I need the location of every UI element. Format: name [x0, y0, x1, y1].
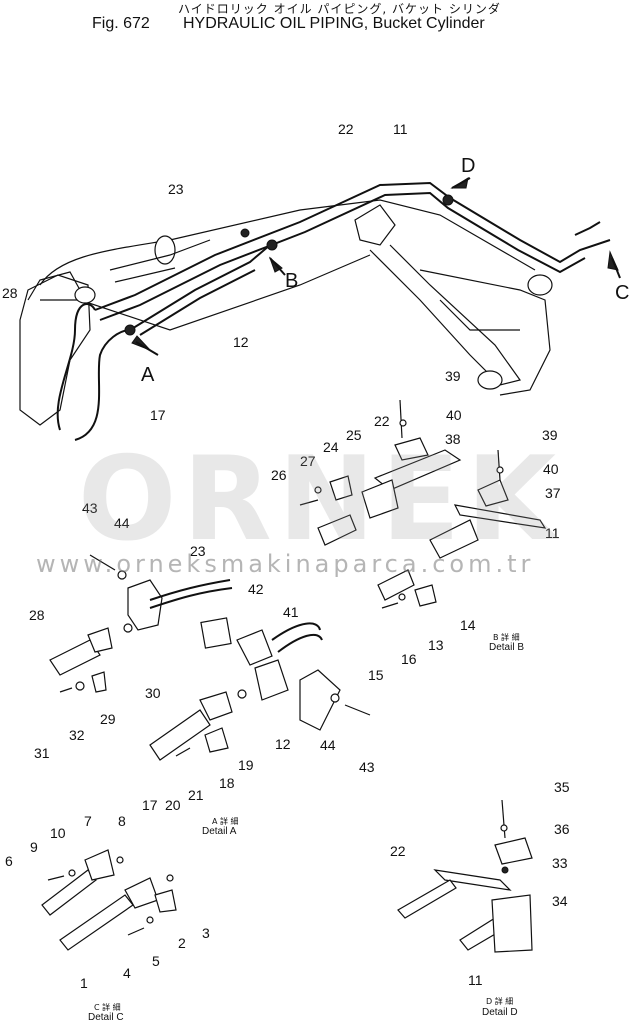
- part-22-detail-b: 22: [374, 413, 390, 429]
- detail-b-parts: [299, 399, 547, 609]
- boom-assembly: [19, 199, 553, 426]
- arrow-label-a: A: [141, 364, 155, 386]
- part-7: 7: [84, 813, 92, 829]
- arrow-label-c: C: [615, 282, 629, 304]
- part-10: 10: [50, 825, 66, 841]
- part-31: 31: [34, 745, 50, 761]
- title-japanese: ハイドロリック オイル パイピング, バケット シリンダ: [178, 2, 501, 16]
- detail-d-jp: D 詳 細: [486, 996, 513, 1006]
- part-12-top: 12: [233, 334, 249, 350]
- detail-b-jp: B 詳 細: [493, 632, 520, 642]
- part-22-top: 22: [338, 121, 354, 137]
- part-17-detail-a: 17: [142, 797, 158, 813]
- detail-a-jp: A 詳 細: [212, 816, 239, 826]
- detail-c-parts: [41, 849, 177, 951]
- arrow-label-b: B: [285, 270, 298, 292]
- part-24: 24: [323, 439, 339, 455]
- part-43-detail-a2: 43: [359, 759, 375, 775]
- part-44-detail-a2: 44: [320, 737, 336, 753]
- part-37: 37: [545, 485, 561, 501]
- part-4: 4: [123, 965, 131, 981]
- part-36: 36: [554, 821, 570, 837]
- part-40-detail-b: 40: [446, 407, 462, 423]
- header: ハイドロリック オイル パイピング, バケット シリンダ Fig. 672 HY…: [0, 0, 632, 40]
- part-27: 27: [300, 453, 316, 469]
- part-35: 35: [554, 779, 570, 795]
- view-arrows: [131, 176, 621, 356]
- part-18: 18: [219, 775, 235, 791]
- part-11-detail-d: 11: [468, 972, 483, 988]
- part-12-detail-a: 12: [275, 736, 291, 752]
- part-29: 29: [100, 711, 116, 727]
- part-5: 5: [152, 953, 160, 969]
- part-40-detail-b2: 40: [543, 461, 559, 477]
- part-39-detail-b2: 39: [542, 427, 558, 443]
- part-44-detail-a: 44: [114, 515, 130, 531]
- part-16: 16: [401, 651, 417, 667]
- part-41: 41: [283, 604, 299, 620]
- part-38: 38: [445, 431, 461, 447]
- part-14: 14: [460, 617, 476, 633]
- detail-a-caption: Detail A: [202, 826, 237, 837]
- part-42: 42: [248, 581, 264, 597]
- part-6: 6: [5, 853, 13, 869]
- part-25: 25: [346, 427, 362, 443]
- part-9: 9: [30, 839, 38, 855]
- detail-captions: A 詳 細 Detail A B 詳 細 Detail B C 詳 細 Deta…: [88, 632, 524, 1023]
- part-32: 32: [69, 727, 85, 743]
- part-20: 20: [165, 797, 181, 813]
- part-2: 2: [178, 935, 186, 951]
- part-23-detail-a: 23: [190, 543, 206, 559]
- part-34: 34: [552, 893, 568, 909]
- figure-title: HYDRAULIC OIL PIPING, Bucket Cylinder: [183, 15, 485, 32]
- arrow-label-d: D: [461, 155, 475, 177]
- part-19: 19: [238, 757, 254, 773]
- detail-d-caption: Detail D: [482, 1007, 518, 1018]
- part-15: 15: [368, 667, 384, 683]
- part-11-detail-b: 11: [545, 525, 560, 541]
- part-8: 8: [118, 813, 126, 829]
- figure-number: Fig. 672: [92, 15, 150, 32]
- part-26: 26: [271, 467, 287, 483]
- part-23-top: 23: [168, 181, 184, 197]
- part-28-top: 28: [2, 285, 18, 301]
- detail-d-parts: [397, 799, 533, 953]
- main-piping: [56, 181, 611, 441]
- part-number-labels: 1 2 3 4 5 6 7 8 9 10 11 11 11 12 12 13 1…: [2, 121, 570, 991]
- part-13: 13: [428, 637, 444, 653]
- part-21: 21: [188, 787, 204, 803]
- detail-c-caption: Detail C: [88, 1012, 124, 1023]
- detail-c-jp: C 詳 細: [94, 1002, 121, 1012]
- part-1: 1: [80, 975, 88, 991]
- part-3: 3: [202, 925, 210, 941]
- part-28-detail-a: 28: [29, 607, 45, 623]
- part-43-detail-a: 43: [82, 500, 98, 516]
- part-11-top: 11: [393, 121, 408, 137]
- part-33: 33: [552, 855, 568, 871]
- part-30: 30: [145, 685, 161, 701]
- detail-b-caption: Detail B: [489, 642, 524, 653]
- part-39-detail-b: 39: [445, 368, 461, 384]
- part-17-top: 17: [150, 407, 166, 423]
- detail-a-parts: [49, 554, 371, 761]
- part-22-detail-d: 22: [390, 843, 406, 859]
